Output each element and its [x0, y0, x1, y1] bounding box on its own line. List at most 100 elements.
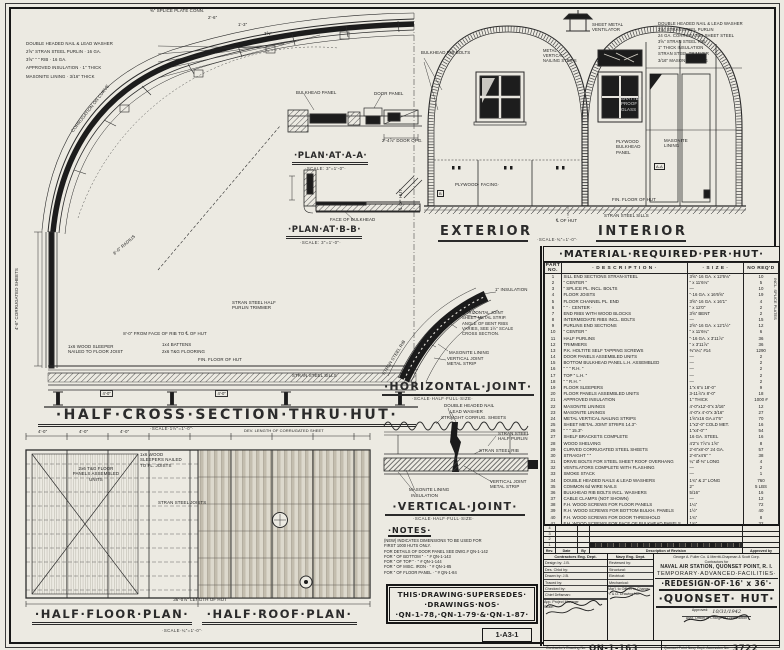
- drawing-title-line-2: ·QUONSET· HUT·: [655, 592, 778, 608]
- col-qty: NO REQ'D: [743, 262, 779, 274]
- rev-header-date: Date: [556, 548, 578, 554]
- cell-qty: 70: [743, 415, 779, 422]
- project-name: TEMPORARY·ADVANCED·FACILITIES·: [654, 570, 779, 579]
- table-row: 20 FLOOR PANELS ASSEMBLED UNITS 3-11⅞"x …: [544, 391, 779, 398]
- door-opening-dim: 2'-4⅞" DOOR OPG.: [382, 138, 423, 143]
- col-part-no: PART NO.: [544, 262, 562, 274]
- washer-vj-label: LEAD WASHER: [450, 409, 483, 414]
- cross-section-title: ·HALF·CROSS·SECTION·THRU·HUT·: [38, 407, 416, 427]
- marl-label: Mar'l. to Officer in Charge: [608, 585, 653, 592]
- note-line: VARIES, SEE 1½" SCALE: [462, 325, 514, 331]
- table-row: 17 TOP " L.H. " — 2: [544, 372, 779, 379]
- cell-qty: 27: [743, 409, 779, 416]
- table-row: 3 " SPLICE PL. INCL. BOLTS — 10: [544, 286, 779, 293]
- navy-dept-heading: Navy Eng. Dept.: [608, 554, 653, 561]
- vertical-joint-drawing: [383, 407, 538, 495]
- cell-qty: 760: [743, 477, 779, 484]
- rev-header-no: Rev. No.: [544, 548, 556, 554]
- cell-qty: 12: [743, 496, 779, 503]
- revision-number: 2: [544, 537, 556, 542]
- cell-qty: 40: [743, 508, 779, 515]
- callout-label: 3/16" MASONITE LINING: [658, 57, 708, 63]
- cell-qty: 2: [743, 360, 779, 367]
- nail-vj-label: DOUBLE HEADED NAIL: [444, 403, 495, 408]
- cell-qty: 12: [743, 323, 779, 330]
- plan-bb-title: ·PLAN·AT·B-B·: [286, 225, 362, 239]
- revision-approved: [743, 532, 779, 537]
- table-row: 40 F.H. WOOD SCREWS FOR DOOR THRESHOLD 1…: [544, 514, 779, 521]
- col-size: · S I Z E ·: [687, 262, 744, 274]
- note-line: FOR " OF BOTTOM " · " # QN-1-143: [384, 553, 451, 559]
- table-row: 39 R.H. WOOD SCREWS FOR BOTTOM BULKH. PA…: [544, 508, 779, 515]
- navy-fields: Reviewed by:Structural:Electrical:Mechan…: [608, 560, 653, 586]
- contractors-fields: Design by: J.B.Des. Chkd by:Drawn by: J.…: [544, 560, 607, 599]
- note-line: SHEET METAL STRIP.: [462, 315, 507, 321]
- revision-row: 3: [544, 531, 779, 538]
- revision-row: 1: [544, 542, 779, 549]
- table-row: 19 FLOOR SLEEPERS 1"x 6"x 18'-0" 9: [544, 384, 779, 392]
- table-row: 1 SILL END SECTIONS STRAN-STEEL 3⅝"·16 G…: [544, 273, 779, 280]
- approved-label: Approved:: [691, 607, 709, 612]
- cell-qty: 18: [743, 391, 779, 398]
- cell-qty: 32: [743, 520, 779, 527]
- table-row: 32 VENTILATORS COMPLETE WITH FLASHING — …: [544, 465, 779, 472]
- ventilator-label: SHEET METAL VENTILATOR: [592, 22, 624, 33]
- top-note: ⅜" SPLICE PLATE CONN.: [150, 8, 205, 13]
- table-row: 21 APPROVED INSULATION 1" THICK 1000 #: [544, 397, 779, 404]
- table-row: 36 BULKHEAD RIB BOLTS INCL. WASHERS 5/16…: [544, 489, 779, 497]
- plan-dim-3: 4'-0": [120, 429, 130, 434]
- top-dim-2: 1'-3": [238, 22, 248, 27]
- title-block-field: Electrical:: [608, 573, 653, 580]
- contractors-approval-label: App. Project Manager: [544, 598, 607, 605]
- callout-label: 3⅝" STRAN STEEL RIB: [658, 39, 705, 45]
- callout-label: 1" THICK INSULATION: [658, 45, 704, 51]
- joists-label: STRAN STEEL JOISTS: [158, 500, 207, 505]
- table-row: 15 BOTTOM BULKHEAD PANEL L.H. ASSEMBLED …: [544, 360, 779, 367]
- drawing-no-label: Contractor's Drawing No.: [546, 646, 587, 650]
- title-block-field: Reviewed by:: [608, 560, 653, 567]
- callout-label: STRAN STEEL TRIMMER: [658, 51, 709, 57]
- title-block-field: Chief Drftsman:: [544, 592, 607, 599]
- cell-qty: 10: [743, 286, 779, 293]
- sleeper-label: 1x6 WOOD SLEEPER NAILED TO FLOOR JOIST: [68, 344, 124, 355]
- door-panel-label: DOOR PANEL: [374, 91, 404, 96]
- cell-qty: 2: [743, 465, 779, 472]
- centerline-elev-label: ℄ OF HUT: [556, 218, 578, 223]
- approved-date: 10/31/1942: [712, 608, 742, 615]
- battens-label: 1x4 BATTENS: [162, 342, 192, 347]
- table-row: 4 FLOOR JOISTS "·16 GA. x 16'6⅝" 19: [544, 292, 779, 299]
- notes-title: ·NOTES·: [388, 526, 432, 537]
- cell-qty: 12: [743, 403, 779, 410]
- top-dim-1: 2'-6": [208, 15, 218, 20]
- horizontal-joint-drawing: [387, 287, 499, 383]
- plan-aa-drawing: [287, 93, 422, 141]
- layout-divider: [540, 246, 542, 646]
- plan-bb-drawing: [289, 169, 423, 221]
- cell-qty: 36: [743, 335, 779, 342]
- cell-qty: 8: [743, 514, 779, 521]
- table-row: 11 HALF PURLINS "·16 GA. x 3'11⅞" 36: [544, 335, 779, 342]
- flooring-label: 2x6 T&G FLOORING: [162, 349, 205, 354]
- cell-qty: 1000 #: [743, 397, 779, 404]
- materials-table-title: ·MATERIAL·REQUIRED·PER·HUT·: [544, 247, 779, 262]
- sheets-vj-label: STRAIGHT CORRUG. SHEETS: [441, 415, 507, 420]
- table-row: 27 SHELF BRACKETS COMPLETE 16 GA. STEEL …: [544, 434, 779, 441]
- table-row: 28 WOOD SHELVING 4'2"x 7⅞"x 1⅝" 8: [544, 440, 779, 447]
- table-row: 30 STRAIGHT " " 2'-6"x4'6" " 38: [544, 452, 779, 459]
- revision-row: 4: [544, 526, 779, 532]
- revision-description: [590, 526, 743, 531]
- table-row: 37 CABLE CLAMPS (NOT SHOWN) — 12: [544, 496, 779, 503]
- vertical-joint-title: ·VERTICAL·JOINT·: [385, 500, 525, 516]
- floor-dim-label: 8'-0" FROM FACE OF RIB TO ℄ OF HUT: [123, 331, 207, 336]
- note-line: FOR " OF FLOOR PANEL · " # QN-1-84: [384, 569, 457, 575]
- cell-qty: 10: [743, 273, 779, 280]
- table-row: 8 INTERMEDIATE RIBS INCL. BOLTS — 15: [544, 317, 779, 324]
- horizontal-joint-title: ·HORIZONTAL·JOINT·: [382, 380, 534, 396]
- accession-number: 3722: [732, 644, 758, 650]
- table-row: 41 F.H. WOOD SCREWS FOR FACE OF BULKHEAD…: [544, 520, 779, 527]
- supersedes-line-2: ·DRAWINGS·NOS·: [424, 600, 500, 609]
- plan-dim-2: 4'-0": [79, 429, 89, 434]
- note-line: CROSS SECTION.: [462, 331, 500, 336]
- table-row: 13 P.K. HOLTITE SELF TAPPING SCREWS ⅜"x¼…: [544, 347, 779, 355]
